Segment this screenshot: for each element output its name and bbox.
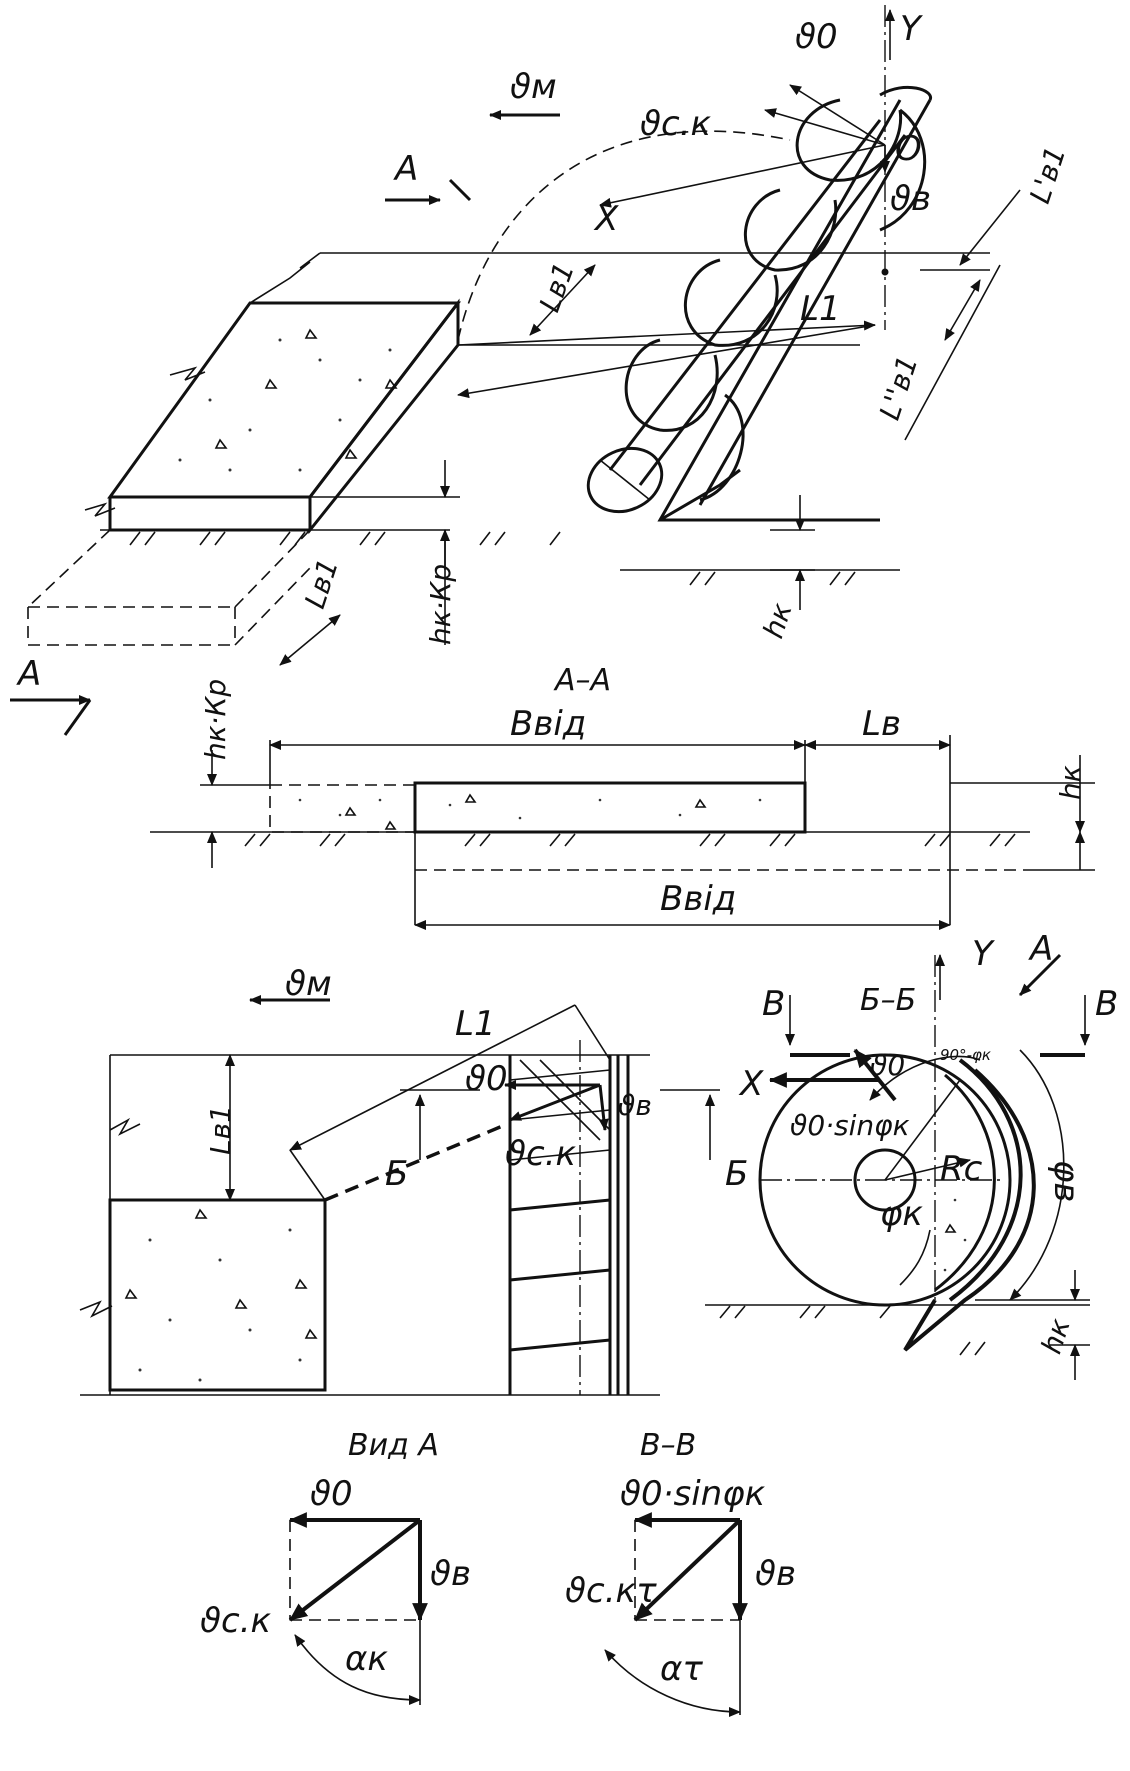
label-l-v1-mid: Lв1 [204,1105,237,1155]
label-vv-alpha: ατ [660,1649,703,1689]
label-section-bb: Б–Б [860,983,916,1018]
view-a-vck-arrow [288,1518,422,1622]
label-hk-aa: hк [1054,765,1087,800]
label-b-vid-upper: Bвід [510,704,586,744]
slab-top-face [107,301,462,499]
vv-vck-arrow [633,1518,742,1622]
label-l-v1-dblprime: L''в1 [873,352,925,424]
bb-shaft-circle [853,1148,917,1212]
aa-specks [298,793,762,830]
isometric-view: ϑм ϑ0 Y ϑс.к O ϑв A X L'в1 Lв1 L1 L''в1 … [27,5,1072,666]
bb-v0-arrow [853,1048,897,1102]
label-v-left: В [762,984,785,1024]
label-vv-vck: ϑс.кτ [565,1571,657,1611]
auger-flights [624,98,927,502]
label-l-v1-bottom: Lв1 [298,555,345,613]
auger-shaft-edge-top [608,119,882,471]
label-vm-mid: ϑм [285,964,332,1004]
label-b-left: Б [385,1154,408,1194]
label-vck-mid: ϑс.к [505,1134,577,1174]
auger-shaft-end [586,446,664,514]
label-v0-bb: ϑ0 [870,1049,905,1082]
label-o-top: O [895,129,922,169]
section-b-b: Б–Б Y A В В [705,929,1118,1380]
label-v0-mid: ϑ0 [465,1059,508,1099]
label-l-v1-top: Lв1 [533,258,581,316]
label-a-top: A [393,149,418,189]
label-angle-90: 90°-φк [940,1046,991,1064]
label-vm-top: ϑм [510,67,557,107]
plan-view: ϑм Lв1 L1 [79,964,748,1396]
label-va-v0: ϑ0 [310,1474,353,1514]
label-phi-v: φв [1046,1160,1086,1202]
ground-hatching-top [129,531,856,586]
bb-radius-line [884,1079,961,1181]
label-rc: Rс [940,1149,983,1189]
throw-trajectory [457,130,791,341]
label-hk-kp-aa: hк·Кр [199,679,232,760]
label-l1-mid: L1 [455,1004,496,1044]
label-section-aa: А–А [553,663,611,698]
label-vv-vv: ϑв [755,1554,796,1594]
bb-specks [943,1198,967,1272]
ground-hatching-aa [244,833,1016,847]
label-y-top: Y [900,9,923,49]
label-b-right: Б [725,1154,748,1194]
label-l-v-aa: Lв [862,704,901,744]
plan-auger-grid [508,1040,630,1395]
section-v-v: В–В ϑ0·sinφк ϑс.кτ ϑв ατ [565,1428,796,1717]
aa-loose-fill [269,784,416,833]
plan-throw-line [324,1123,506,1202]
label-vv-top: ϑв [890,179,931,219]
x-axis-top [599,144,886,208]
label-v-right: В [1095,984,1118,1024]
label-l-v1-prime: L'в1 [1023,142,1072,207]
slab-specks-top [178,328,398,472]
auger-trough-front [657,99,902,522]
label-phi-k: φк [880,1194,923,1234]
label-view-a: Вид А [348,1428,439,1463]
ghost-slab [27,529,311,646]
vv-arrow-mid [598,1084,609,1131]
dim-l1-mid [289,1004,576,1151]
label-hk-top: hк [757,599,799,642]
label-x-bb: X [738,1064,764,1104]
bb-blade-outer [948,1058,1023,1302]
label-section-vv: В–В [640,1428,696,1463]
label-b-vid-lower: Bвід [660,879,736,919]
bb-auger-circle [758,1053,1012,1307]
dim-l1-top [457,320,876,346]
label-va-vv: ϑв [430,1554,471,1594]
slab-side-face [308,298,460,535]
vck-arrow-mid [509,1083,601,1122]
label-hk-bb: hк [1035,1314,1077,1357]
label-v0-top: ϑ0 [795,17,838,57]
label-l1-top: L1 [800,289,841,329]
label-v0-sin-bb: ϑ0·sinφк [790,1109,910,1142]
label-va-vck: ϑс.к [200,1601,272,1641]
dim-l-v1-top [529,264,596,336]
plan-slab [108,1198,327,1392]
label-y-bb: Y [972,934,995,974]
label-vv-mid: ϑв [618,1089,652,1122]
label-x-top: X [593,199,619,239]
label-vck-top: ϑс.к [640,104,712,144]
label-va-alpha: αк [345,1639,388,1679]
label-vv-v0sin: ϑ0·sinφк [620,1474,766,1514]
label-a-bb: A [1028,929,1053,969]
section-a-a: A А–А [10,654,1095,930]
label-hk-kp-top: hк·Кр [424,564,457,645]
view-a: Вид А ϑ0 ϑв ϑс.к αк [200,1428,471,1705]
plan-specks [124,1208,318,1382]
label-a-left: A [16,654,41,694]
ground-hatching-bb [719,1305,986,1356]
aa-slab [413,781,807,834]
